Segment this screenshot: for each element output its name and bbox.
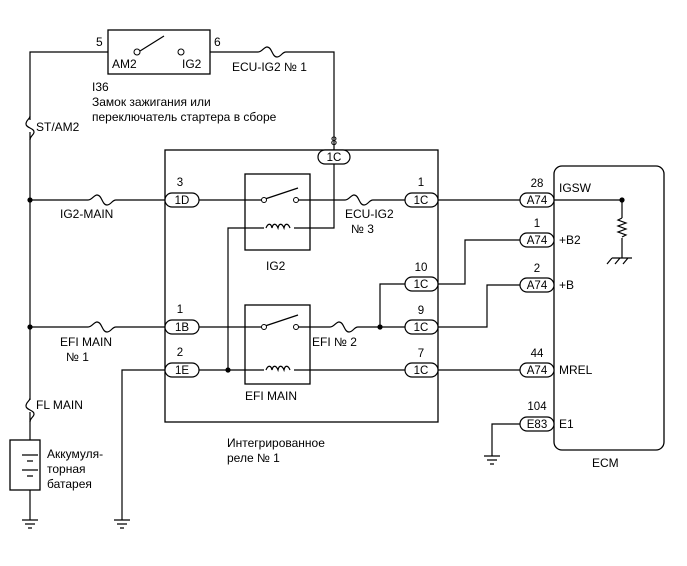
switch-id: I36	[92, 80, 109, 94]
ecm-pin-e1: E83 104	[519, 401, 555, 432]
ecm-signal-igsw: IGSW	[559, 181, 592, 195]
svg-text:1E: 1E	[175, 365, 189, 377]
battery: Аккумуля- торная батарея	[9, 439, 103, 491]
battery-label-3: батарея	[47, 477, 92, 491]
connector-1c-7: 1C7	[404, 348, 439, 378]
connector-1c-9: 1C9	[404, 305, 439, 335]
fuse-ecu-ig2-3-label-b: № 3	[351, 222, 374, 236]
fuses: ECU-IG2 № 1 ST/AM2 IG2-MAIN EFI MAIN № 1…	[25, 46, 394, 423]
switch-term-ig2: IG2	[182, 57, 202, 71]
junction-dots	[27, 197, 625, 373]
pin-number: 1	[418, 177, 424, 189]
relay-ig2-label: IG2	[266, 259, 286, 273]
integrated-relay-block: IG2 EFI MAIN Интегрированное реле № 1	[164, 149, 439, 465]
fuse-ecu-ig2-1-label: ECU-IG2 № 1	[232, 60, 307, 74]
fuse-efi-main-1-label-b: № 1	[66, 350, 89, 364]
pin-number: 1	[177, 304, 183, 316]
pin-number: 28	[531, 178, 544, 190]
pin-number: 10	[415, 262, 428, 274]
connector-1b-1: 1B 1	[164, 304, 200, 335]
switch-term-am2: AM2	[112, 57, 137, 71]
connector-1d-3: 1D 3	[164, 177, 200, 208]
ecm-signal-b2: +B2	[559, 233, 581, 247]
ecm-signal-e1: E1	[559, 417, 574, 431]
wires	[29, 51, 623, 520]
fuse-ig2-main-label: IG2-MAIN	[60, 207, 113, 221]
pin-number: 3	[177, 177, 183, 189]
fuse-efi-2-label: EFI № 2	[312, 335, 357, 349]
svg-text:A74: A74	[527, 195, 548, 207]
pin-number: 2	[177, 347, 183, 359]
svg-text:1C: 1C	[327, 152, 342, 164]
pin-number: 2	[534, 263, 540, 275]
svg-text:1C: 1C	[414, 365, 429, 377]
switch-pin-left: 5	[96, 35, 103, 49]
svg-text:1D: 1D	[175, 195, 190, 207]
pin-number: 1	[534, 218, 540, 230]
relay-efi-label: EFI MAIN	[245, 389, 297, 403]
svg-text:1C: 1C	[414, 195, 429, 207]
fuse-ecu-ig2-3-label-a: ECU-IG2	[345, 207, 394, 221]
svg-text:1C: 1C	[414, 322, 429, 334]
relay-block-name-1: Интегрированное	[227, 436, 325, 450]
ground-symbols	[22, 257, 632, 529]
fuse-efi-main-1-label-a: EFI MAIN	[60, 335, 112, 349]
pin-number: 7	[418, 348, 424, 360]
switch-name-2: переключатель стартера в сборе	[92, 110, 277, 124]
connector-1c-8: 1C8	[317, 136, 351, 165]
ecm-signal-mrel: MREL	[559, 363, 593, 377]
connector-1c-1: 1C 1	[404, 177, 439, 208]
fuse-st-am2-label: ST/AM2	[36, 120, 80, 134]
svg-text:A74: A74	[527, 280, 548, 292]
fuse-fl-main-label: FL MAIN	[36, 398, 83, 412]
relay-block-name-2: реле № 1	[227, 451, 280, 465]
battery-label-2: торная	[47, 462, 86, 476]
switch-name-1: Замок зажигания или	[92, 95, 211, 109]
connector-1e-2: 1E 2	[164, 347, 200, 378]
pin-number: 9	[418, 305, 424, 317]
ignition-switch: 5 6 AM2 IG2 I36 Замок зажигания или пере…	[92, 29, 277, 124]
svg-text:1C: 1C	[414, 279, 429, 291]
pin-number: 104	[527, 401, 547, 413]
svg-text:E83: E83	[527, 419, 547, 431]
ecm-signal-b: +B	[559, 278, 574, 292]
svg-text:A74: A74	[527, 365, 548, 377]
battery-label-1: Аккумуля-	[47, 447, 103, 461]
pin-number: 8	[331, 136, 337, 148]
switch-pin-right: 6	[214, 35, 221, 49]
pin-number: 44	[531, 348, 544, 360]
svg-text:A74: A74	[527, 235, 548, 247]
svg-text:1B: 1B	[175, 322, 189, 334]
ecm-label: ECM	[592, 456, 619, 470]
